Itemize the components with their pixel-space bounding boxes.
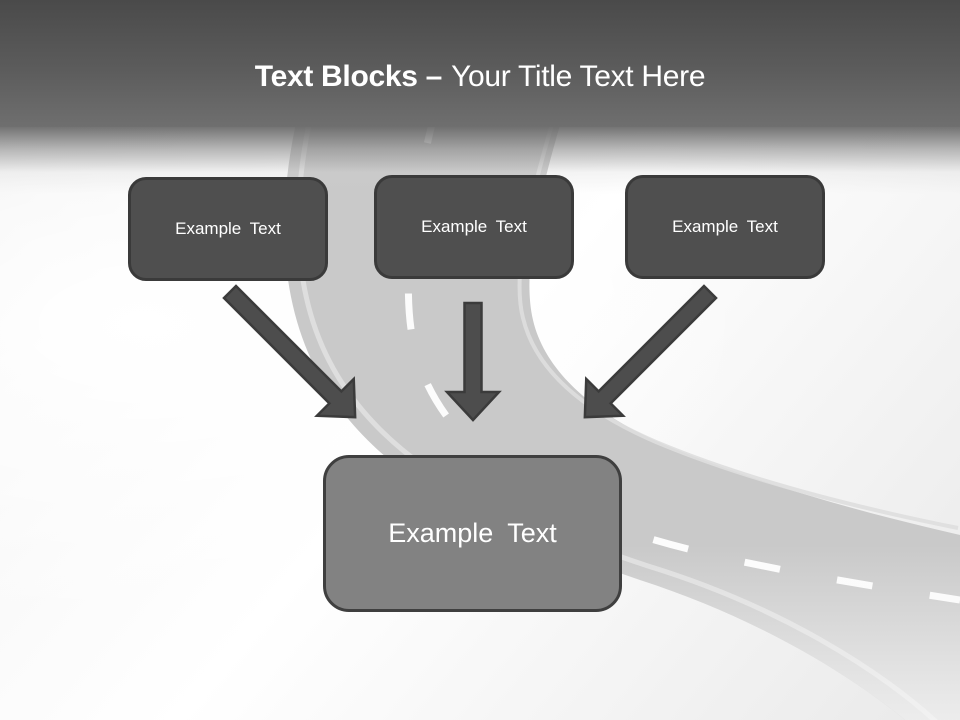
title-bar: Text Blocks –Your Title Text Here [0, 0, 960, 127]
slide-title-rest: Your Title Text Here [451, 60, 706, 93]
arrow-down-left-icon [583, 284, 718, 419]
arrow-down-icon [444, 301, 502, 422]
text-block-2: Example Text [374, 175, 574, 279]
arrow-down-right-icon [222, 284, 357, 419]
text-block-1: Example Text [128, 177, 328, 281]
result-block: Example Text [323, 455, 622, 612]
result-block-label: Example Text [388, 518, 557, 548]
slide-title: Text Blocks –Your Title Text Here [0, 56, 960, 98]
text-block-1-label: Example Text [175, 219, 281, 238]
text-block-3: Example Text [625, 175, 825, 279]
text-block-2-label: Example Text [421, 217, 527, 236]
slide-title-bold: Text Blocks – [254, 60, 443, 93]
text-block-3-label: Example Text [672, 217, 778, 236]
